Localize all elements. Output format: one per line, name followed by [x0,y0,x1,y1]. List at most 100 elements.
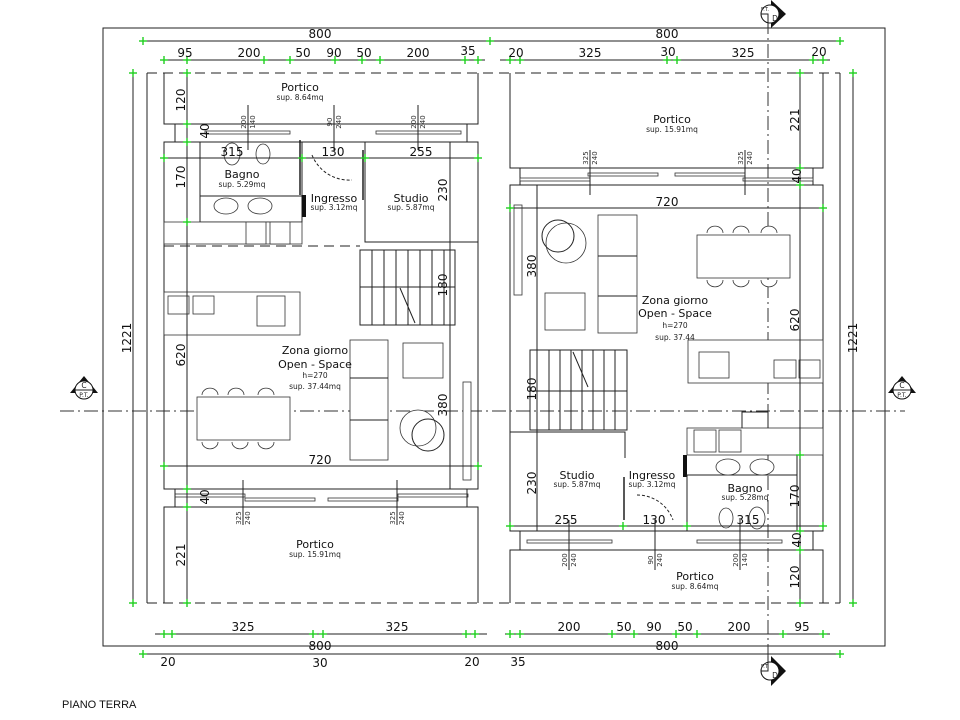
dimension-labels: 800 800 95 200 50 90 50 200 35 20 325 30… [120,27,860,670]
room-area: sup. 8.64mq [672,582,719,591]
room-labels-left: Portico sup. 8.64mq Bagno sup. 5.29mq In… [219,81,435,559]
dim-label: 800 [309,639,332,653]
room-area: sup. 8.64mq [277,93,324,102]
section-marker-d-bottom: D P.T. [760,656,786,686]
drawing-title: PIANO TERRA [62,699,137,711]
dim-label: 620 [174,344,188,367]
dim-label: 380 [525,255,539,278]
dim-label: 50 [356,46,371,60]
section-letter: D [772,671,778,680]
dim-label: 40 [198,123,212,138]
dim-label: 170 [788,485,802,508]
room-area: sup. 15.91mq [646,125,698,134]
dim-label: 50 [616,620,631,634]
dim-label: 720 [309,453,332,467]
window-width: 325 [235,511,243,524]
dim-label: 20 [811,45,826,59]
room-subtitle: Open - Space [638,307,712,320]
dim-label: 35 [510,655,525,669]
dim-label: 221 [788,109,802,132]
dim-label: 800 [656,27,679,41]
dim-label: 130 [322,145,345,159]
room-name: Portico [676,570,714,583]
dim-label: 20 [160,655,175,669]
window-height: 240 [656,553,664,566]
dim-label: 200 [558,620,581,634]
window-height: 240 [244,511,252,524]
dim-label: 200 [238,46,261,60]
dim-label: 50 [295,46,310,60]
window-width: 200 [561,553,569,566]
dim-label: 620 [788,309,802,332]
dim-label: 180 [436,274,450,297]
window-labels: 200 140 90 240 200 240 325 240 325 240 3… [235,105,754,570]
dim-label: 95 [794,620,809,634]
room-name: Portico [296,538,334,551]
window-width: 200 [732,553,740,566]
room-name: Bagno [728,482,763,495]
dim-label: 90 [326,46,341,60]
dim-label: 40 [198,489,212,504]
dim-label: 221 [174,544,188,567]
section-letter: C [81,381,86,390]
window-width: 200 [410,115,418,128]
section-level: P.T. [79,392,89,399]
section-marker-c-left: C P.T. [70,376,98,400]
dim-label: 325 [386,620,409,634]
window-height: 140 [249,115,257,128]
room-area: sup. 3.12mq [629,480,676,489]
room-area: sup. 5.28mq [722,493,769,502]
window-height: 240 [335,115,343,128]
dim-label: 1221 [120,323,134,354]
dim-label: 120 [174,89,188,112]
dim-label: 255 [410,145,433,159]
window-height: 240 [746,151,754,164]
room-area: sup. 5.87mq [554,480,601,489]
dim-label: 720 [656,195,679,209]
room-name: Zona giorno [282,344,349,357]
dimension-lines [132,40,854,655]
section-level: P.T. [761,7,769,13]
dim-label: 170 [174,166,188,189]
dim-label: 20 [464,655,479,669]
dim-label: 325 [579,46,602,60]
dim-label: 800 [309,27,332,41]
dim-label: 35 [460,44,475,58]
dim-label: 30 [660,45,675,59]
room-name: Ingresso [629,469,676,482]
window-width: 325 [582,151,590,164]
room-area: sup. 3.12mq [311,203,358,212]
dim-label: 1221 [846,323,860,354]
room-height: h=270 [302,371,328,380]
room-name: Studio [393,192,428,205]
dimension-ticks [129,37,857,658]
dim-label: 90 [646,620,661,634]
dim-label: 800 [656,639,679,653]
window-height: 240 [419,115,427,128]
dim-label: 380 [436,394,450,417]
dim-label: 255 [555,513,578,527]
armchair-right [544,292,586,331]
dim-label: 40 [790,168,804,183]
section-level: P.T. [897,392,907,399]
dim-label: 20 [508,46,523,60]
room-area: sup. 5.87mq [388,203,435,212]
room-area: sup. 37.44mq [289,382,341,391]
dim-label: 130 [643,513,666,527]
window-width: 90 [326,118,334,127]
window-height: 240 [570,553,578,566]
sofa-left [349,339,389,461]
room-name: Portico [653,113,691,126]
dim-label: 230 [436,179,450,202]
room-name: Studio [559,469,594,482]
section-letter: D [772,14,778,23]
room-name: Bagno [225,168,260,181]
dim-label: 120 [788,566,802,589]
room-labels-right: Portico sup. 15.91mq Zona giorno Open - … [554,113,769,591]
dim-label: 315 [221,145,244,159]
room-height: h=270 [662,321,688,330]
window-height: 140 [741,553,749,566]
room-subtitle: Open - Space [278,358,352,371]
dim-label: 40 [790,532,804,547]
